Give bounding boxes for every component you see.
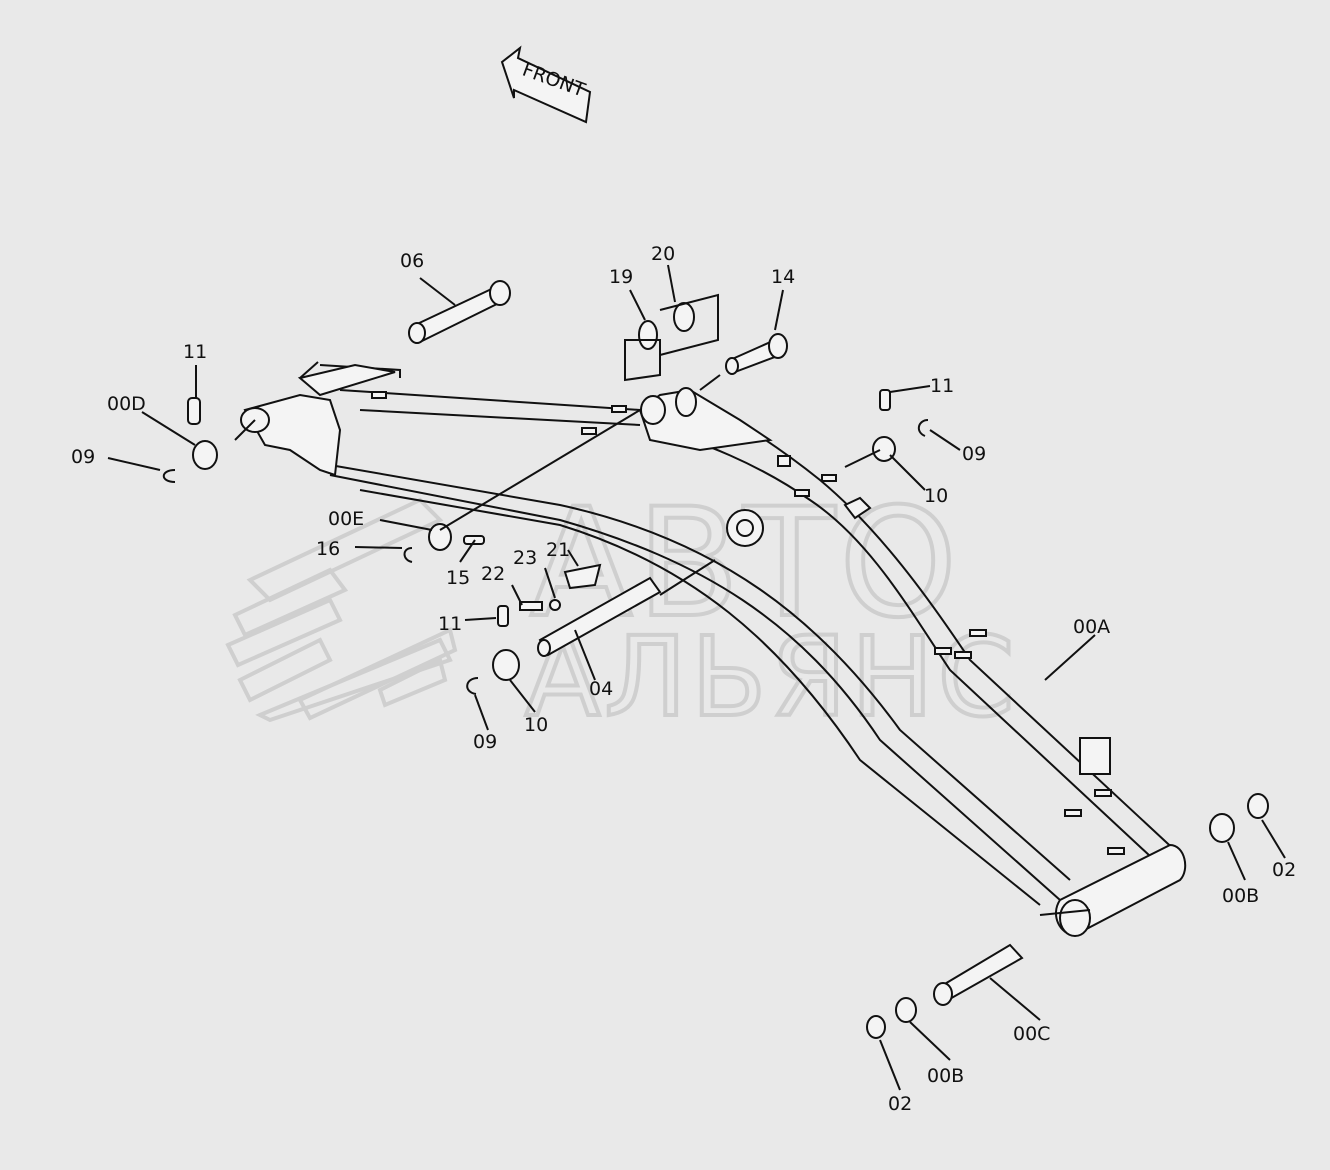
callout-10-lower: 10 <box>524 714 548 736</box>
callout-00B-right: 00B <box>1222 885 1259 907</box>
leader-lines <box>107 264 1286 1091</box>
callout-11-lower: 11 <box>438 613 462 635</box>
callout-22: 22 <box>481 563 505 585</box>
callout-00E: 00E <box>328 508 364 530</box>
callout-02-right: 02 <box>1272 859 1296 881</box>
callout-14: 14 <box>771 266 795 288</box>
callout-20: 20 <box>651 243 675 265</box>
ring-09-left <box>162 469 176 483</box>
callout-21: 21 <box>546 539 570 561</box>
callout-23: 23 <box>513 547 537 569</box>
callout-19: 19 <box>609 266 633 288</box>
callout-00C: 00C <box>1013 1023 1050 1045</box>
callout-02-bottom: 02 <box>888 1093 912 1115</box>
callout-04: 04 <box>589 678 613 700</box>
watermark: АВТО АЛЬЯНС <box>225 475 1018 743</box>
watermark-line2: АЛЬЯНС <box>525 613 1018 741</box>
callout-06: 06 <box>400 250 424 272</box>
callout-11-top-left: 11 <box>183 341 207 363</box>
callout-00D: 00D <box>107 393 146 415</box>
boom <box>240 361 1187 937</box>
parts <box>162 280 1269 1039</box>
washer-19 <box>638 320 658 350</box>
pin-06 <box>408 280 511 344</box>
callout-00A: 00A <box>1073 616 1110 638</box>
washer-20 <box>673 302 695 332</box>
callout-09-lower: 09 <box>473 731 497 753</box>
callout-00B-bottom: 00B <box>927 1065 964 1087</box>
callout-10-right: 10 <box>924 485 948 507</box>
watermark-logo-icon <box>225 497 458 723</box>
callout-11-right: 11 <box>930 375 954 397</box>
front-arrow-icon: FRONT <box>500 45 592 124</box>
pin-11-left <box>187 397 201 425</box>
callout-15: 15 <box>446 567 470 589</box>
pin-14 <box>725 333 788 375</box>
callout-09-right: 09 <box>962 443 986 465</box>
callout-09-top-left: 09 <box>71 446 95 468</box>
bushing-00D <box>192 440 218 470</box>
callout-16: 16 <box>316 538 340 560</box>
callouts: 06 19 20 14 11 00D 09 11 09 10 00E 16 15… <box>71 243 1296 1115</box>
